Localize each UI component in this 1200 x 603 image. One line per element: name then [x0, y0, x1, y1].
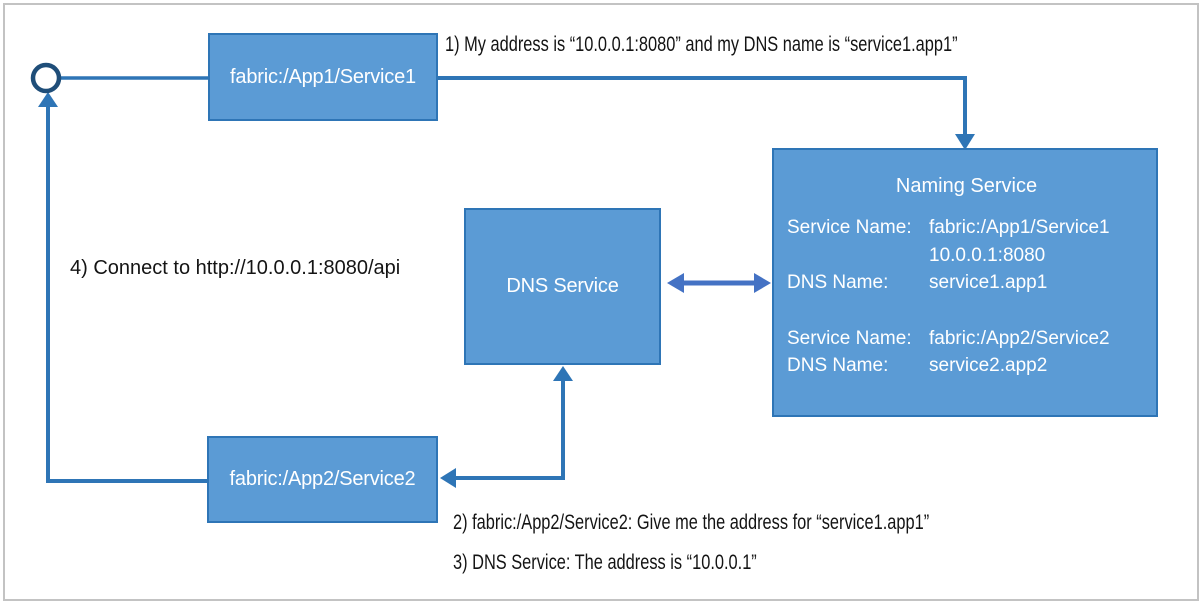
arrowhead-left-dns [667, 273, 684, 293]
naming-entry-row: DNS Name: service2.app2 [787, 352, 1146, 380]
annotation-step4: 4) Connect to http://10.0.0.1:8080/api [70, 257, 401, 279]
naming-entry-value: 10.0.0.1:8080 [929, 244, 1046, 266]
node-app1-service1: fabric:/App1/Service1 [208, 33, 438, 121]
naming-group-spacer [787, 297, 1146, 325]
node-dns-service: DNS Service [464, 208, 661, 365]
naming-service-title: Naming Service [895, 175, 1038, 197]
arrowhead-left-app2 [440, 468, 456, 488]
arrowhead-down-naming [955, 134, 975, 150]
arrow-dns-app2-elbow [454, 379, 565, 480]
naming-entry-row: DNS Name: service1.app1 [787, 269, 1146, 297]
node-app1-label: fabric:/App1/Service1 [230, 65, 416, 88]
naming-entry-label: Service Name: [787, 217, 912, 238]
naming-entry-label: DNS Name: [787, 272, 889, 293]
naming-entry-row: Service Name: fabric:/App2/Service2 [787, 325, 1146, 353]
arrowhead-right-naming [754, 273, 771, 293]
node-app2-label: fabric:/App2/Service2 [229, 468, 416, 490]
start-circle [30, 62, 62, 94]
naming-entry-value: service1.app1 [929, 272, 1048, 293]
naming-entry-row: 10.0.0.1:8080 [787, 242, 1146, 270]
naming-entry-row: Service Name: fabric:/App1/Service1 [787, 214, 1146, 242]
naming-entry-value: fabric:/App1/Service1 [929, 217, 1110, 238]
naming-entry-value: service2.app2 [929, 355, 1048, 376]
node-app2-service2: fabric:/App2/Service2 [207, 436, 438, 523]
naming-entry-label [787, 242, 929, 270]
arrowhead-up-dns [553, 366, 573, 381]
naming-entry-label: DNS Name: [787, 355, 889, 376]
naming-entry-value: fabric:/App2/Service2 [929, 327, 1110, 349]
node-dns-label: DNS Service [506, 275, 619, 297]
arrow-app2-to-circle [46, 106, 207, 483]
annotation-step1: 1) My address is “10.0.0.1:8080” and my … [445, 33, 958, 56]
arrowhead-up-circle [38, 92, 58, 107]
arrow-app1-to-naming [438, 76, 967, 136]
annotation-step3: 3) DNS Service: The address is “10.0.0.1… [453, 551, 757, 574]
naming-entry-label: Service Name: [787, 327, 912, 349]
annotation-step2: 2) fabric:/App2/Service2: Give me the ad… [453, 511, 930, 534]
node-naming-service: Naming Service Service Name: fabric:/App… [772, 148, 1158, 417]
